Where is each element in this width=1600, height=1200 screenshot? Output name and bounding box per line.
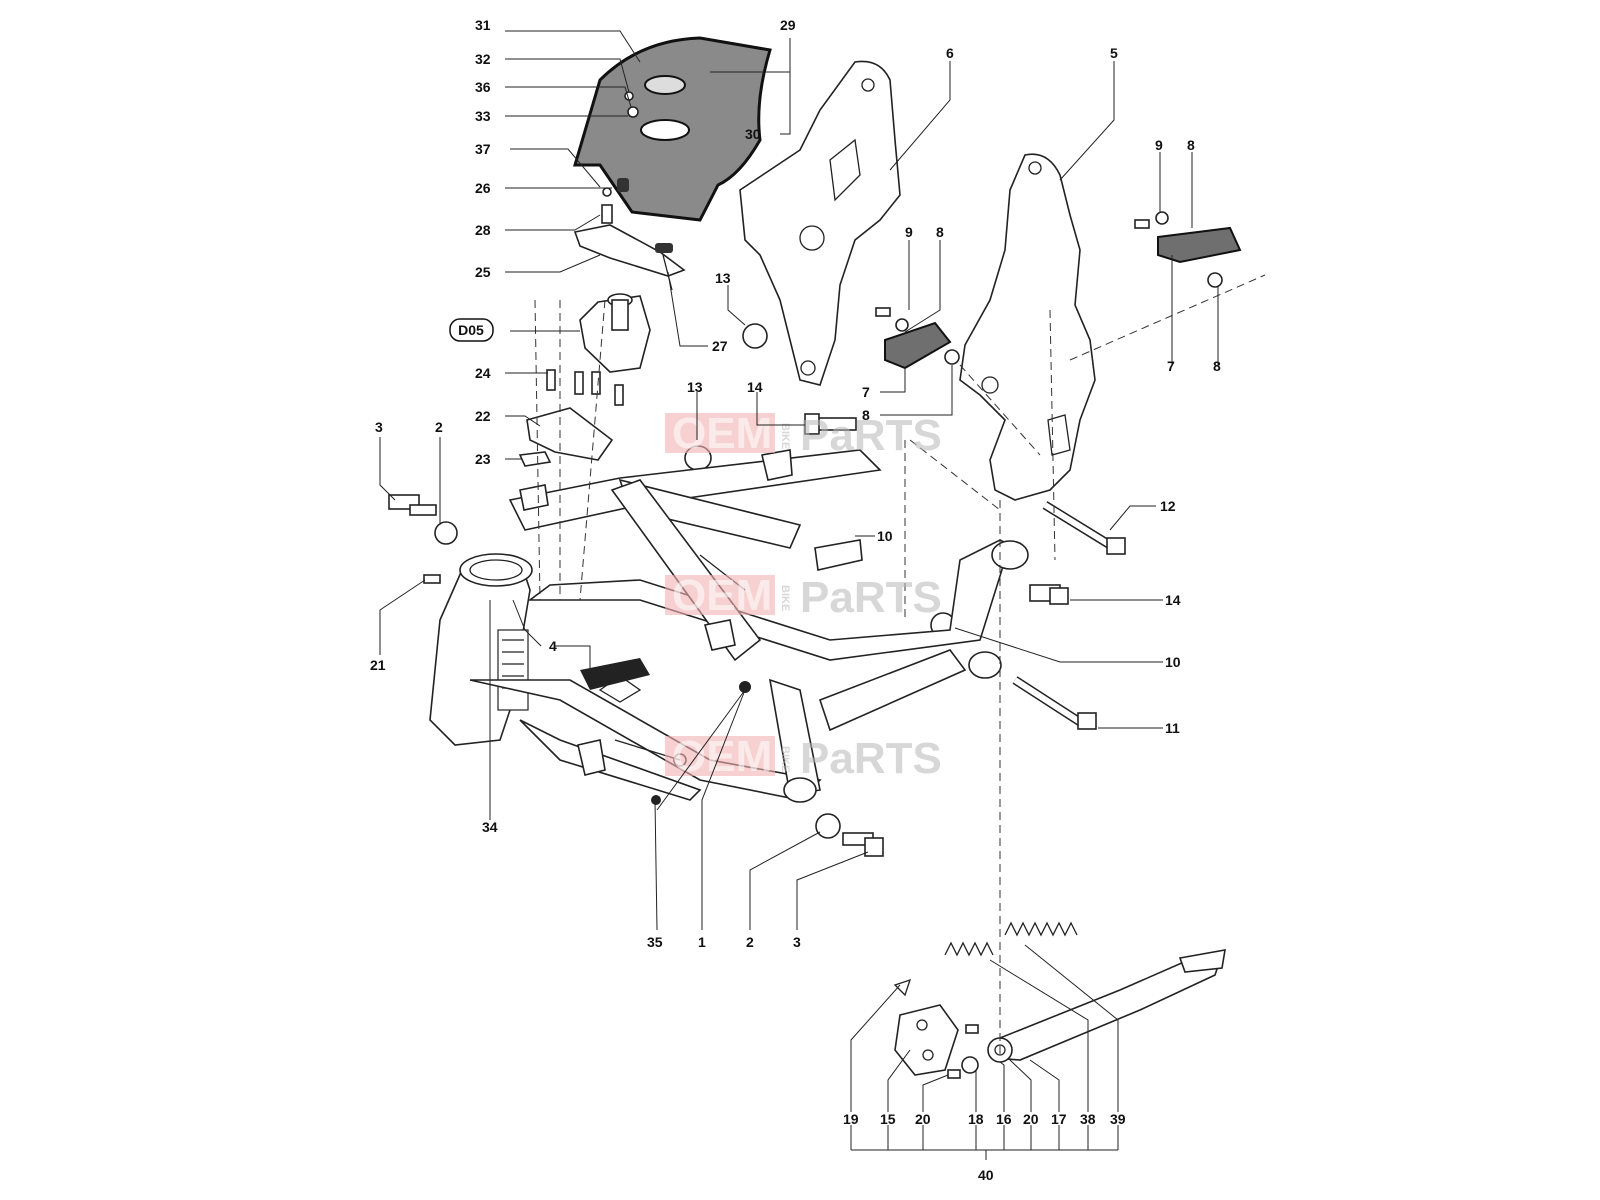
callout-label: 37 [475, 141, 491, 157]
callout-label: 25 [475, 264, 491, 280]
callout-label: 13 [687, 379, 703, 395]
callout-label: 39 [1110, 1111, 1126, 1127]
callout-label: 8 [1213, 358, 1221, 374]
right-side-plate-part [959, 153, 1096, 501]
watermark-middle: OEM BIKE PaRTS [665, 571, 942, 622]
svg-text:BIKE: BIKE [779, 585, 791, 611]
callout-label: 22 [475, 408, 491, 424]
callout-label: 23 [475, 451, 491, 467]
callout-label: 20 [915, 1111, 931, 1127]
callout-label: 3 [793, 934, 801, 950]
callout-labels: 31 29 32 36 33 30 37 26 28 25 27 24 22 2… [370, 17, 1221, 1183]
callout-label: 36 [475, 79, 491, 95]
callout-label: 10 [1165, 654, 1181, 670]
svg-text:OEM: OEM [672, 571, 772, 620]
callout-label: 14 [1165, 592, 1181, 608]
left-side-plate-part [739, 60, 901, 386]
callout-label: 28 [475, 222, 491, 238]
callout-label: 14 [747, 379, 763, 395]
headstock-cover-part [572, 36, 772, 222]
callout-label: 7 [862, 384, 870, 400]
callout-label: 6 [946, 45, 954, 61]
callout-label: 17 [1051, 1111, 1067, 1127]
svg-text:BIKE: BIKE [779, 423, 791, 449]
callout-label: 10 [877, 528, 893, 544]
svg-text:BIKE: BIKE [779, 746, 791, 772]
callout-label: 1 [698, 934, 706, 950]
callout-label: 33 [475, 108, 491, 124]
callout-label: 8 [862, 407, 870, 423]
reference-badge[interactable]: D05 [449, 318, 494, 342]
callout-label: 26 [475, 180, 491, 196]
callout-label: 8 [1187, 137, 1195, 153]
callout-label: 9 [905, 224, 913, 240]
callout-label: 40 [978, 1167, 994, 1183]
parts-artwork [388, 36, 1266, 1079]
callout-label: 9 [1155, 137, 1163, 153]
watermark-group: OEM BIKE PaRTS OEM BIKE PaRTS OEM BIKE P… [665, 409, 942, 783]
svg-text:PaRTS: PaRTS [800, 573, 942, 622]
svg-text:PaRTS: PaRTS [800, 411, 942, 460]
svg-text:D05: D05 [458, 322, 484, 338]
callout-label: 24 [475, 365, 491, 381]
callout-label: 29 [780, 17, 796, 33]
callout-label: 31 [475, 17, 491, 33]
svg-text:OEM: OEM [672, 409, 772, 458]
callout-label: 16 [996, 1111, 1012, 1127]
callout-label: 11 [1165, 720, 1180, 736]
callout-label: 21 [370, 657, 386, 673]
svg-text:PaRTS: PaRTS [800, 734, 942, 783]
watermark-bottom: OEM BIKE PaRTS [665, 732, 942, 783]
callout-label: 4 [549, 638, 557, 654]
leader-lines [379, 30, 1219, 1160]
callout-label: 30 [745, 126, 761, 142]
callout-label: 2 [746, 934, 754, 950]
callout-label: 38 [1080, 1111, 1096, 1127]
callout-label: 32 [475, 51, 491, 67]
callout-label: 12 [1160, 498, 1176, 514]
callout-label: 3 [375, 419, 383, 435]
callout-label: 35 [647, 934, 663, 950]
callout-label: 20 [1023, 1111, 1039, 1127]
callout-label: 18 [968, 1111, 984, 1127]
svg-text:OEM: OEM [672, 732, 772, 781]
callout-label: 2 [435, 419, 443, 435]
callout-label: 7 [1167, 358, 1175, 374]
callout-label: 19 [843, 1111, 859, 1127]
callout-label: 34 [482, 819, 498, 835]
watermark-top: OEM BIKE PaRTS [665, 409, 942, 460]
side-stand-part [893, 921, 1226, 1079]
callout-label: 13 [715, 270, 731, 286]
callout-label: 5 [1110, 45, 1118, 61]
callout-label: 27 [712, 338, 728, 354]
callout-label: 15 [880, 1111, 896, 1127]
callout-label: 8 [936, 224, 944, 240]
